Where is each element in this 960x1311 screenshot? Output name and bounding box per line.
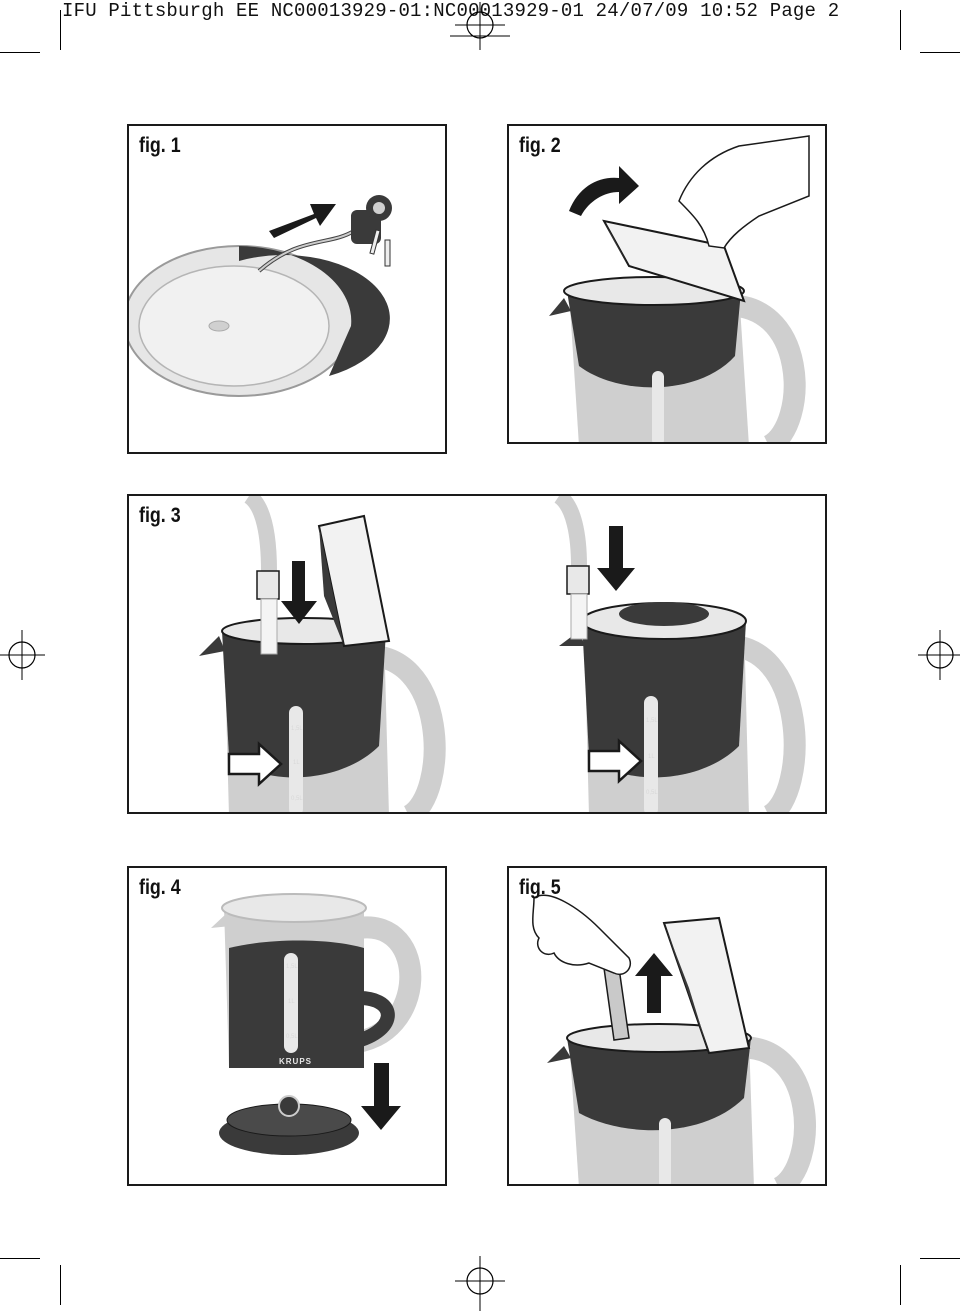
mid-mark: 1L [288, 999, 295, 1005]
min-mark: 0,5L [286, 1034, 298, 1040]
figure-label: fig. 5 [519, 876, 561, 899]
figure-3-illustration: 1,5L 1L 0,5L 1,5L 1L 0, [199, 496, 806, 812]
mid-mark: 1L [648, 754, 655, 760]
max-mark: 1,5L [286, 964, 298, 970]
min-mark: 0,5L [291, 796, 303, 802]
registration-mark-icon [455, 1256, 505, 1311]
faucet-icon [553, 496, 590, 640]
crop-mark-bottom-right-v [900, 1265, 901, 1305]
figure-label: fig. 1 [139, 134, 181, 157]
crop-mark-top-left-v [60, 10, 61, 50]
crop-mark-top-left-h [0, 52, 40, 53]
figure-label: fig. 3 [139, 504, 181, 527]
registration-mark-icon [450, 2, 510, 50]
figure-label: fig. 4 [139, 876, 181, 899]
hand-icon [678, 135, 810, 249]
hand-icon [532, 894, 631, 975]
figure-3-panel: fig. 3 1,5L 1L 0,5L [127, 494, 827, 814]
figure-5-illustration [532, 894, 816, 1184]
crop-mark-bottom-left-h [0, 1258, 40, 1259]
figure-5-panel: fig. 5 [507, 866, 827, 1186]
mid-mark: 1L [293, 760, 300, 766]
plug-icon [351, 195, 392, 267]
max-mark: 1,5L [646, 718, 658, 724]
crop-mark-bottom-left-v [60, 1265, 61, 1305]
figure-label: fig. 2 [519, 134, 561, 157]
arrow-icon [587, 738, 643, 784]
crop-mark-top-right-h [920, 52, 960, 53]
arrow-icon [597, 526, 635, 591]
figure-4-panel: fig. 4 1,5L 1L 0,5L KRUPS [127, 866, 447, 1186]
arrow-icon [227, 741, 283, 787]
arrow-icon [281, 561, 317, 624]
registration-mark-icon [0, 630, 45, 680]
arrow-icon [361, 1063, 401, 1130]
arrow-icon [569, 166, 639, 216]
kettle-right: 1,5L 1L 0,5L [553, 496, 806, 812]
registration-mark-icon [918, 630, 960, 680]
figure-1-panel: fig. 1 [127, 124, 447, 454]
max-mark: 1,5L [291, 726, 303, 732]
figure-1-illustration [129, 195, 392, 397]
brand-logo: KRUPS [279, 1057, 312, 1066]
figure-2-illustration [549, 135, 810, 442]
figure-2-panel: fig. 2 [507, 124, 827, 444]
crop-mark-top-right-v [900, 10, 901, 50]
faucet-icon [243, 496, 280, 655]
arrow-icon [635, 953, 673, 1013]
figure-4-illustration: 1,5L 1L 0,5L KRUPS [211, 893, 422, 1155]
crop-mark-bottom-right-h [920, 1258, 960, 1259]
print-header: IFU Pittsburgh EE NC00013929-01:NC000139… [62, 0, 840, 22]
arrow-icon [269, 204, 336, 238]
kettle-left: 1,5L 1L 0,5L [199, 496, 446, 812]
min-mark: 0,5L [646, 790, 658, 796]
